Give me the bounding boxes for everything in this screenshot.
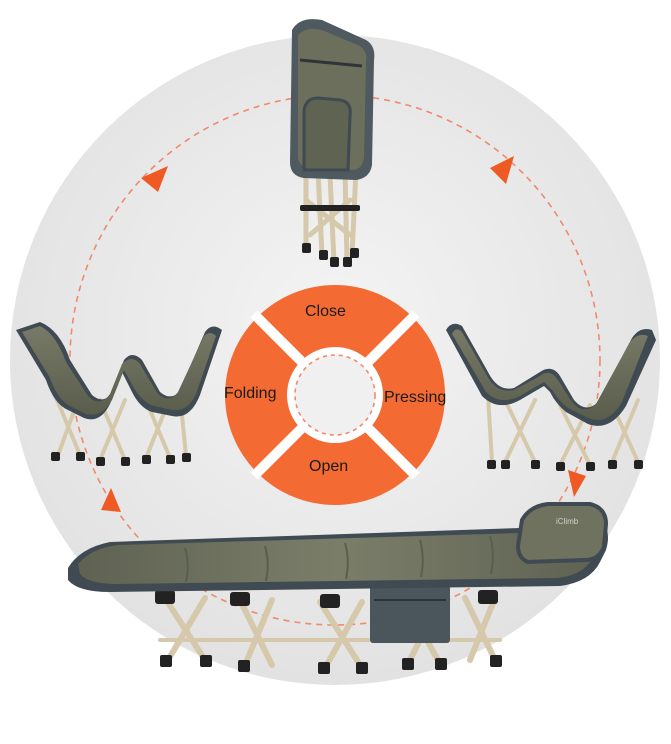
cot-open: iClimb (68, 502, 609, 674)
segment-label-folding: Folding (224, 385, 277, 402)
storage-pocket (370, 585, 450, 643)
cot-half-folded-right (446, 323, 656, 471)
cycle-wheel (225, 285, 445, 505)
segment-label-pressing: Pressing (384, 389, 447, 406)
arrow-icon (490, 156, 514, 184)
arrow-icon (568, 470, 586, 497)
arrow-icon (101, 488, 121, 512)
segment-label-open: Open (309, 458, 349, 475)
cot-folded (290, 19, 375, 267)
cot-half-folded-left (16, 322, 222, 466)
svg-text:iClimb: iClimb (556, 517, 579, 526)
arrow-icon (141, 166, 168, 192)
segment-label-close: Close (305, 303, 346, 320)
